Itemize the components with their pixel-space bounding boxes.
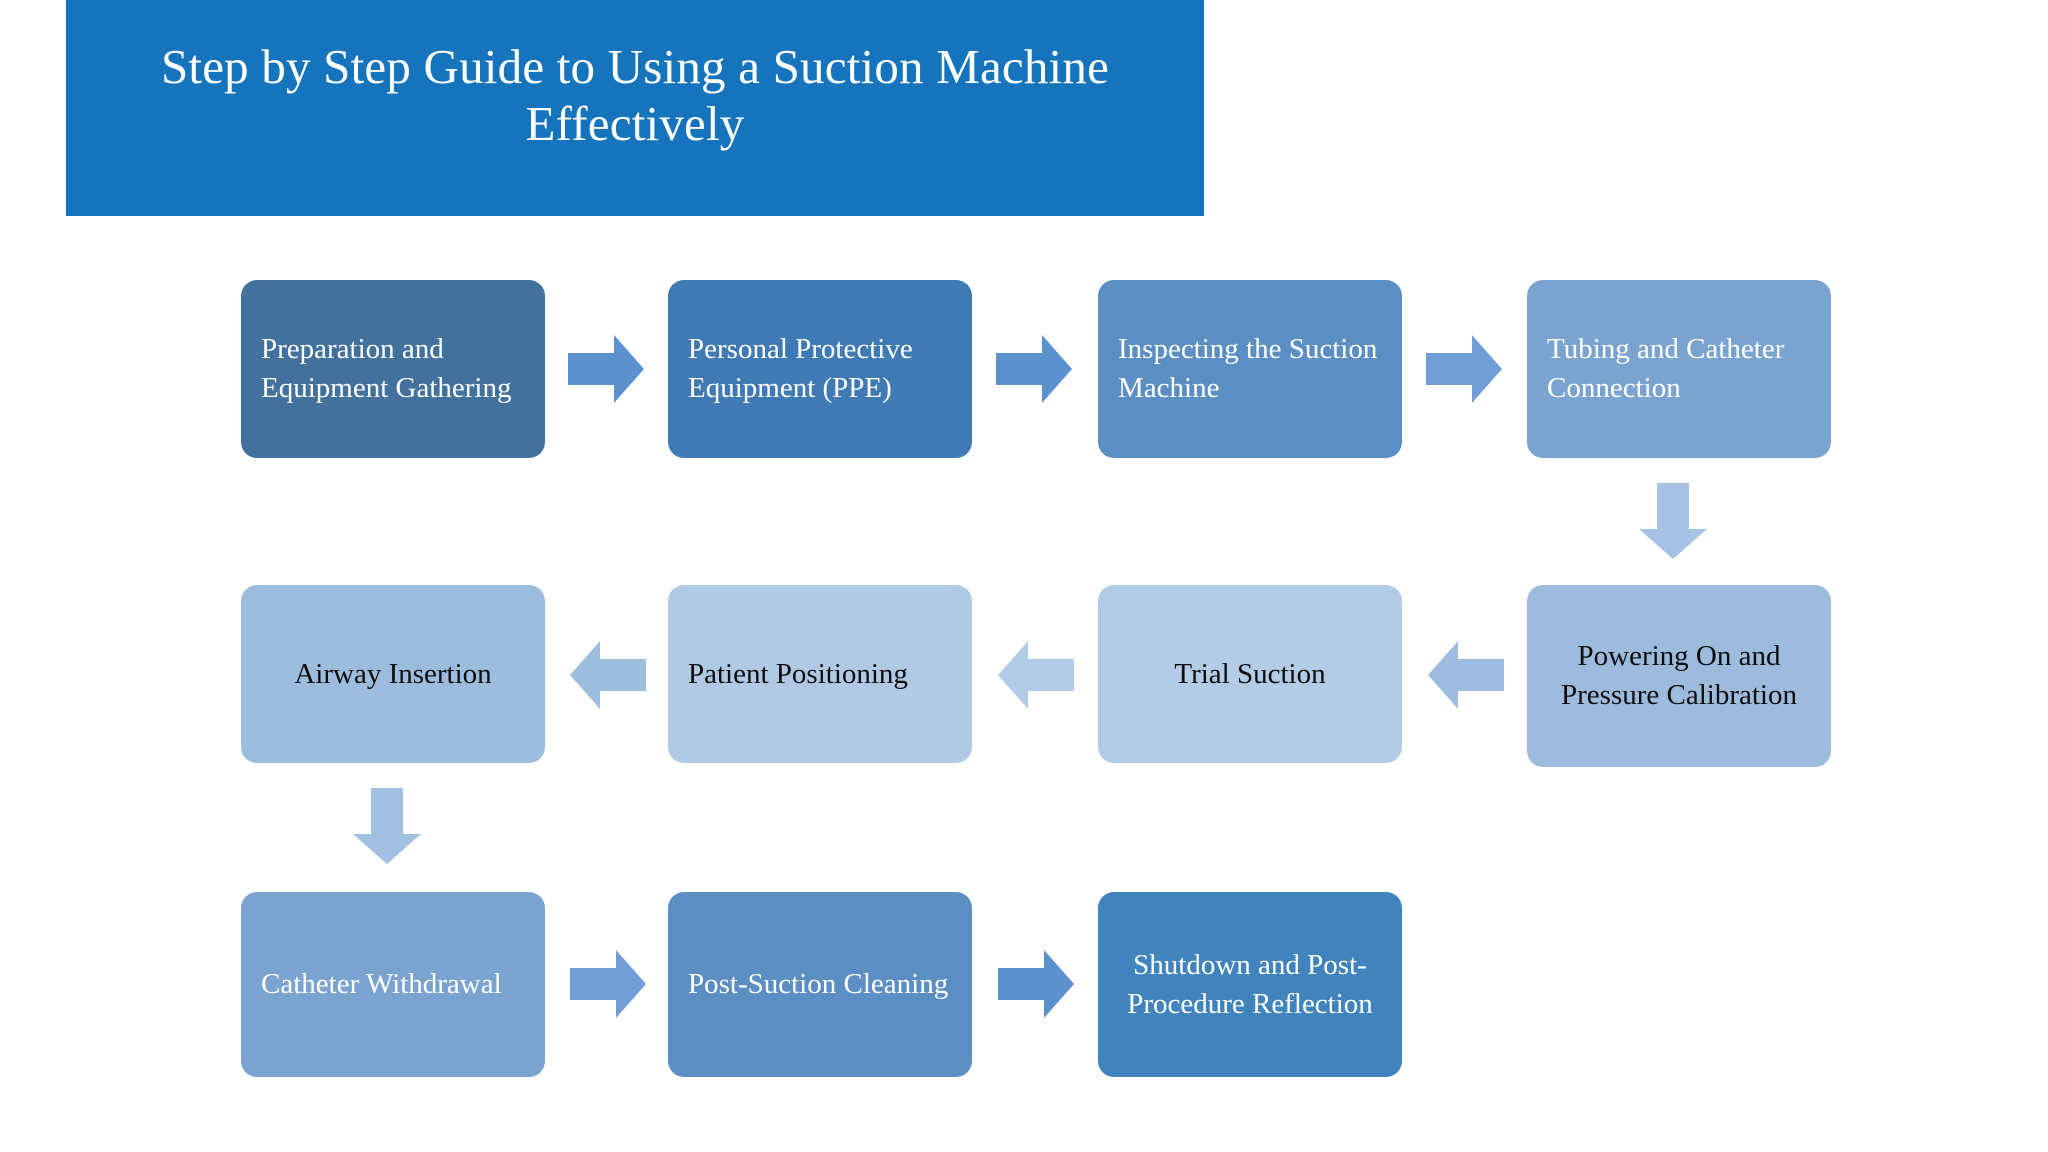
process-node-post-suction-cleaning[interactable]: Post-Suction Cleaning: [668, 892, 972, 1077]
node-label: Powering On and Pressure Calibration: [1561, 640, 1797, 711]
node-label: Tubing and Catheter Connection: [1547, 333, 1785, 404]
arrow-right-icon-n3-n4: [1426, 335, 1502, 403]
arrow-right-icon-n9-n10: [570, 950, 646, 1018]
page-title: Step by Step Guide to Using a Suction Ma…: [160, 39, 1110, 152]
node-label: Catheter Withdrawal: [261, 968, 502, 1001]
arrow-right-icon-n1-n2: [568, 335, 644, 403]
node-label: Personal Protective Equipment (PPE): [688, 333, 913, 404]
node-label: Inspecting the Suction Machine: [1118, 333, 1378, 404]
arrow-left-icon-n7-n8: [570, 641, 646, 709]
node-label: Airway Insertion: [294, 657, 492, 690]
arrow-right-icon-n2-n3: [996, 335, 1072, 403]
arrow-down-icon-n8-n9: [353, 788, 421, 864]
process-node-personal-protective-equipment[interactable]: Personal Protective Equipment (PPE): [668, 280, 972, 458]
process-node-airway-insertion[interactable]: Airway Insertion: [241, 585, 545, 763]
node-label: Patient Positioning: [688, 657, 908, 690]
process-node-shutdown-and-post-procedure-reflection[interactable]: Shutdown and Post-Procedure Reflection: [1098, 892, 1402, 1077]
arrow-left-icon-n5-n6: [1428, 641, 1504, 709]
title-banner: Step by Step Guide to Using a Suction Ma…: [66, 0, 1204, 216]
process-node-tubing-and-catheter-connection[interactable]: Tubing and Catheter Connection: [1527, 280, 1831, 458]
process-node-patient-positioning[interactable]: Patient Positioning: [668, 585, 972, 763]
node-label: Preparation and Equipment Gathering: [261, 333, 512, 404]
node-label: Trial Suction: [1174, 657, 1326, 690]
process-node-powering-on-and-pressure-calibration[interactable]: Powering On and Pressure Calibration: [1527, 585, 1831, 767]
arrow-left-icon-n6-n7: [998, 641, 1074, 709]
process-node-trial-suction[interactable]: Trial Suction: [1098, 585, 1402, 763]
node-label: Post-Suction Cleaning: [688, 968, 949, 1001]
process-node-inspecting-the-suction-machine[interactable]: Inspecting the Suction Machine: [1098, 280, 1402, 458]
arrow-right-icon-n10-n11: [998, 950, 1074, 1018]
process-node-preparation-and-equipment-gathering[interactable]: Preparation and Equipment Gathering: [241, 280, 545, 458]
node-label: Shutdown and Post-Procedure Reflection: [1127, 948, 1373, 1020]
process-node-catheter-withdrawal[interactable]: Catheter Withdrawal: [241, 892, 545, 1077]
arrow-down-icon-n4-n5: [1639, 483, 1707, 559]
